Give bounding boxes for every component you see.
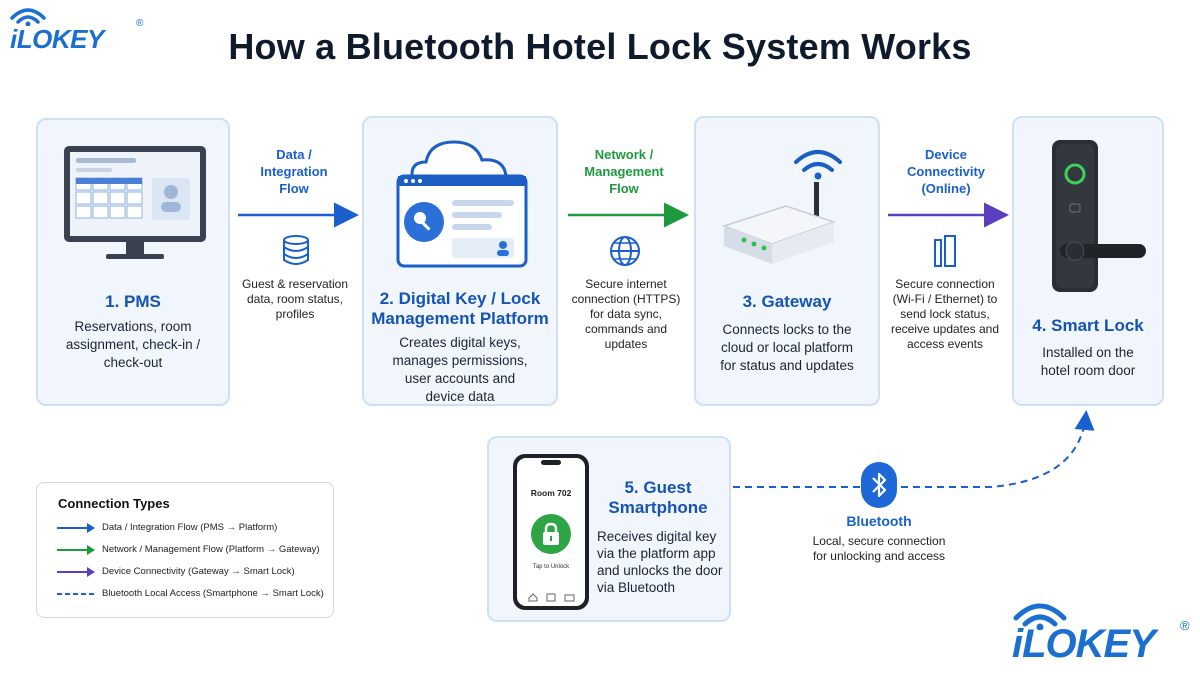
smart-lock-icon (1052, 140, 1146, 292)
card-pms-description: Reservations, room assignment, check-in … (65, 319, 201, 370)
monitor-icon (64, 146, 206, 259)
card-platform-title: 2. Digital Key / Lock Management Platfor… (371, 289, 549, 328)
phone-action-label: Tap to Unlock (532, 564, 570, 570)
brand-name-large: iLOKEY (1012, 622, 1156, 666)
database-icon (283, 235, 309, 265)
cloud-platform-icon (396, 140, 528, 268)
phone-room-label: Room 702 (530, 488, 572, 498)
flow-device-description: Secure connection (Wi-Fi / Ethernet) to … (890, 277, 1000, 351)
legend-item-network-label: Network / Management Flow (Platform → Ga… (102, 544, 320, 555)
legend-item-bluetooth-label: Bluetooth Local Access (Smartphone → Sma… (102, 588, 324, 599)
registered-mark: ® (136, 18, 144, 29)
key-icon (414, 212, 431, 231)
flow-data-label: Data / Integration Flow (260, 147, 328, 196)
bluetooth-badge (861, 462, 897, 508)
flow-device-label: Device Connectivity (Online) (906, 147, 985, 196)
legend-item-data-label: Data / Integration Flow (PMS → Platform) (102, 522, 278, 533)
brand-name: iLOKEY (10, 24, 104, 54)
card-gateway: 3. Gateway Connects locks to the cloud o… (694, 116, 880, 406)
lock-icon (543, 522, 559, 545)
flow-network-label: Network / Management Flow (584, 147, 664, 196)
smartphone-notch (541, 460, 561, 465)
phone-nav-icons (528, 593, 575, 602)
flow-network-description: Secure internet connection (HTTPS) for d… (571, 277, 681, 351)
logo-wifi-icon (10, 8, 46, 26)
brand-logo-top: iLOKEY ® (8, 4, 148, 54)
legend: Connection Types Data / Integration Flow… (36, 482, 334, 618)
card-smart-lock-title: 4. Smart Lock (1032, 316, 1144, 335)
registered-mark-large: ® (1180, 618, 1190, 633)
card-gateway-description: Connects locks to the cloud or local pla… (720, 322, 854, 373)
legend-item-device-label: Device Connectivity (Gateway → Smart Loc… (102, 566, 295, 577)
flow-data-description: Guest & reservation data, room status, p… (241, 277, 349, 321)
card-smart-lock: 4. Smart Lock Installed on the hotel roo… (1012, 116, 1164, 406)
smartphone-screen: Room 702 Tap to Unlock (517, 458, 585, 606)
card-smartphone-description: Receives digital key via the platform ap… (597, 529, 723, 595)
logo-wifi-icon-large (1013, 603, 1067, 630)
card-pms: 1. PMS Reservations, room assignment, ch… (36, 118, 230, 406)
arrow-bluetooth-to-lock (733, 410, 1095, 488)
card-gateway-title: 3. Gateway (742, 292, 832, 311)
unlock-button[interactable] (531, 514, 571, 554)
globe-icon (610, 236, 640, 266)
brand-logo-bottom: iLOKEY ® (1010, 596, 1198, 672)
card-smartphone-title: 5. Guest Smartphone (608, 478, 708, 517)
legend-title: Connection Types (58, 496, 170, 511)
bluetooth-icon (872, 472, 887, 498)
router-icon (721, 150, 842, 264)
card-smartphone: Room 702 Tap to Unlock 5. Guest Smartpho… (487, 436, 731, 622)
card-smart-lock-description: Installed on the hotel room door (1040, 345, 1136, 378)
card-platform: 2. Digital Key / Lock Management Platfor… (362, 116, 558, 406)
card-pms-title: 1. PMS (105, 292, 161, 311)
flow-bluetooth-label: Bluetooth (846, 513, 912, 529)
card-platform-description: Creates digital keys, manages permission… (392, 335, 528, 404)
user-icon (499, 241, 507, 249)
flow-bluetooth-description: Local, secure connection for unlocking a… (812, 534, 946, 563)
page-title: How a Bluetooth Hotel Lock System Works (228, 26, 972, 67)
smartphone: Room 702 Tap to Unlock (513, 454, 589, 610)
door-sensor-icon (934, 235, 956, 267)
wifi-icon (794, 150, 842, 172)
